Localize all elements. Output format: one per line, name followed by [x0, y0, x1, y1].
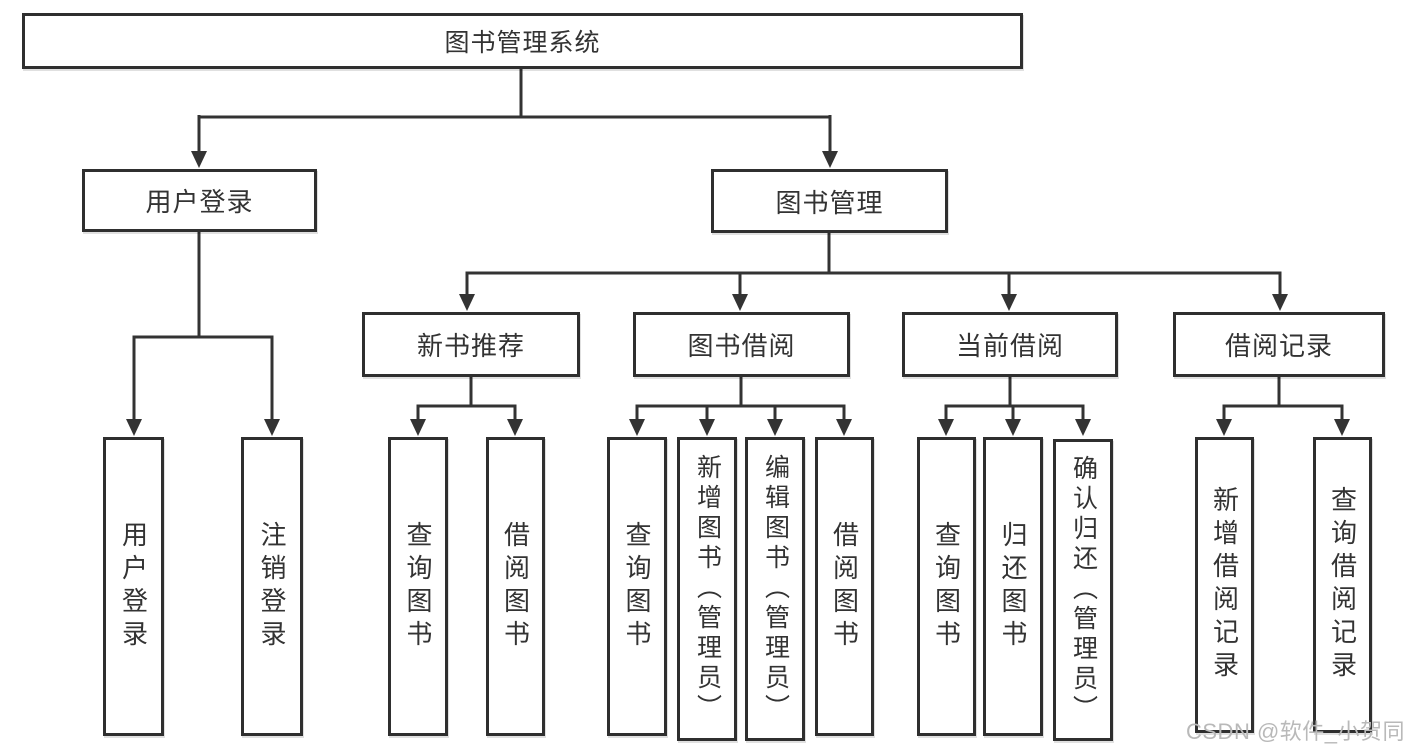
node-user-login: 用户登录 [82, 169, 317, 232]
arrowhead [732, 294, 748, 311]
node-user-login-label: 用户登录 [145, 187, 254, 217]
leaf-return-books: 归还图书 [983, 437, 1043, 736]
leaf-query-books-1: 查询图书 [388, 437, 448, 736]
leaf-add-books-admin: 新增图书（管理员） [677, 437, 737, 741]
leaf-add-borrow-record-label: 新增借阅记录 [1209, 486, 1240, 684]
leaf-borrow-books-2: 借阅图书 [815, 437, 874, 736]
arrowhead [1334, 419, 1350, 436]
arrowhead [1001, 294, 1017, 311]
node-borrowing-records: 借阅记录 [1173, 312, 1385, 377]
arrowhead [1075, 419, 1091, 436]
connector-line [132, 69, 1344, 420]
leaf-return-books-label: 归还图书 [998, 520, 1028, 653]
leaf-user-login: 用户登录 [103, 437, 164, 736]
leaf-borrow-books-1: 借阅图书 [486, 437, 545, 736]
leaf-borrow-books-2-label: 借阅图书 [829, 520, 860, 653]
leaf-logout-label: 注销登录 [257, 520, 287, 653]
arrowhead [1216, 419, 1232, 436]
leaf-edit-books-admin: 编辑图书（管理员） [745, 437, 805, 741]
arrowhead [264, 419, 280, 436]
arrowhead [410, 419, 426, 436]
leaf-confirm-return-admin: 确认归还（管理员） [1053, 439, 1113, 741]
leaf-borrow-books-1-label: 借阅图书 [500, 520, 531, 653]
node-new-book-recommend: 新书推荐 [362, 312, 580, 377]
leaf-user-login-label: 用户登录 [118, 520, 149, 653]
arrowhead [1272, 294, 1288, 311]
arrowhead [191, 151, 207, 168]
arrowhead [126, 419, 142, 436]
node-book-borrowing-label: 图书借阅 [687, 331, 796, 361]
leaf-query-books-3: 查询图书 [917, 437, 976, 736]
leaf-edit-books-admin-label: 编辑图书（管理员） [761, 454, 790, 724]
arrowhead [459, 294, 475, 311]
leaf-logout: 注销登录 [241, 437, 303, 736]
node-borrowing-records-label: 借阅记录 [1224, 331, 1333, 361]
arrowhead-group [126, 151, 1350, 436]
node-book-borrowing: 图书借阅 [633, 312, 850, 377]
arrowhead [822, 151, 838, 168]
arrowhead [938, 419, 954, 436]
leaf-add-books-admin-label: 新增图书（管理员） [693, 454, 722, 724]
node-current-borrowing-label: 当前借阅 [955, 331, 1064, 361]
arrowhead [836, 419, 852, 436]
node-root-label: 图书管理系统 [444, 29, 601, 57]
watermark: CSDN @软件_小贺同学 [1186, 719, 1405, 744]
leaf-add-borrow-record: 新增借阅记录 [1195, 437, 1254, 733]
node-root: 图书管理系统 [22, 13, 1023, 69]
arrowhead [699, 419, 715, 436]
leaf-query-borrow-record: 查询借阅记录 [1313, 437, 1372, 733]
leaf-query-books-2: 查询图书 [607, 437, 667, 736]
node-new-book-recommend-label: 新书推荐 [416, 331, 525, 361]
leaf-query-books-2-label: 查询图书 [622, 520, 652, 653]
leaf-confirm-return-admin-label: 确认归还（管理员） [1069, 455, 1098, 725]
leaf-query-borrow-record-label: 查询借阅记录 [1327, 486, 1358, 684]
node-book-management: 图书管理 [711, 169, 948, 233]
leaf-query-books-1-label: 查询图书 [403, 520, 433, 653]
leaf-query-books-3-label: 查询图书 [931, 520, 962, 653]
arrowhead [629, 419, 645, 436]
arrowhead [507, 419, 523, 436]
arrowhead [1005, 419, 1021, 436]
arrowhead [767, 419, 783, 436]
node-book-management-label: 图书管理 [775, 187, 884, 218]
node-current-borrowing: 当前借阅 [902, 312, 1118, 377]
